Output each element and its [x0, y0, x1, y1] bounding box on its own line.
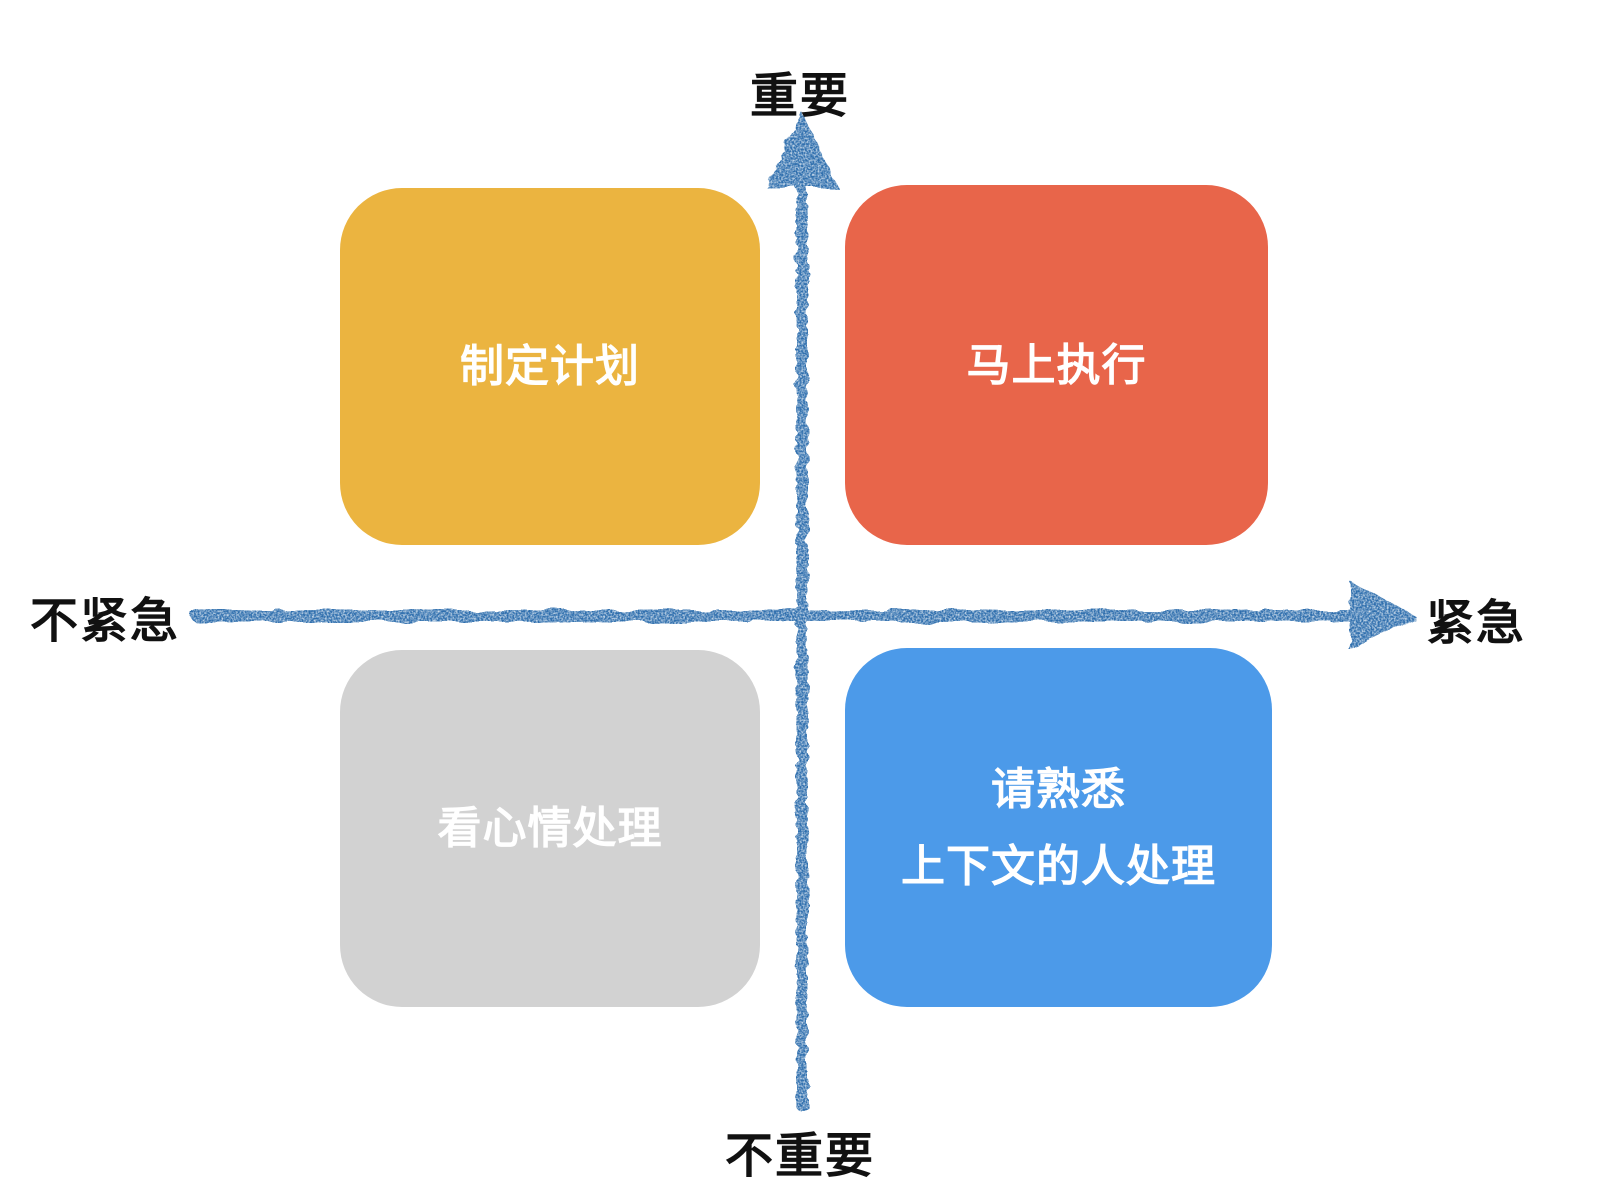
axis-label-urgent: 紧急 [1426, 597, 1527, 650]
quadrant-top-right-label: 马上执行 [966, 340, 1147, 390]
quadrant-top-left: 制定计划 [340, 188, 760, 545]
quadrant-bottom-left: 看心情处理 [340, 650, 760, 1007]
right-arrowhead-icon [1350, 581, 1416, 651]
quadrant-bottom-right-label: 请熟悉 上下文的人处理 [901, 764, 1216, 891]
quadrant-top-left-label: 制定计划 [460, 342, 640, 391]
axis-label-not-important: 不重要 [724, 1130, 876, 1183]
quadrant-top-right: 马上执行 [845, 185, 1268, 545]
axis-label-not-urgent: 不紧急 [30, 595, 181, 648]
quadrant-bottom-left-label: 看心情处理 [437, 804, 663, 853]
quadrant-bottom-right: 请熟悉 上下文的人处理 [845, 648, 1272, 1007]
axis-label-important: 重要 [749, 70, 851, 123]
